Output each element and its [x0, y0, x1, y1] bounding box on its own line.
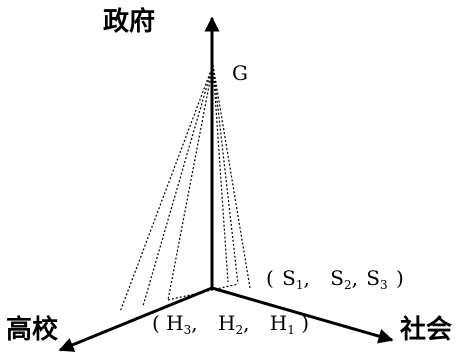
hp-close: ) — [301, 311, 309, 335]
university-axis — [58, 286, 213, 352]
hp-h1: H — [270, 311, 287, 335]
dotted-line-h-outer — [119, 64, 214, 313]
hp-h2-sub: 2 — [235, 323, 243, 337]
society-label: 社会 — [400, 314, 452, 345]
society-points-label: ( S1, S2, S3 ) — [266, 266, 404, 294]
sp-sep2: , — [352, 266, 358, 290]
sp-s3-sub: 3 — [380, 278, 388, 292]
sp-s2-sub: 2 — [344, 278, 352, 292]
hp-sep2: , — [243, 311, 249, 335]
sp-sep1: , — [304, 266, 310, 290]
dotted-line-h-inner — [167, 64, 214, 301]
sp-open: ( — [266, 266, 274, 290]
dotted-line-s-inner — [212, 64, 229, 283]
sp-s1: S — [282, 266, 296, 290]
university-label: 高校 — [6, 314, 59, 345]
hp-sep1: , — [191, 311, 197, 335]
dotted-projection-lines — [119, 64, 251, 313]
hp-h1-sub: 1 — [287, 323, 295, 337]
apex-label-g: G — [232, 61, 248, 85]
university-points-label: ( H3, H2, H1 ) — [152, 311, 309, 339]
dotted-line-s-outer — [212, 64, 251, 289]
sp-s2: S — [330, 266, 344, 290]
sp-close: ) — [396, 266, 404, 290]
hp-open: ( — [152, 311, 160, 335]
hp-h2: H — [218, 311, 235, 335]
sp-s3: S — [366, 266, 380, 290]
society-axis — [211, 286, 394, 344]
sp-s1-sub: 1 — [296, 278, 304, 292]
dotted-line-s-mid — [212, 64, 239, 285]
hp-h3: H — [166, 311, 183, 335]
hp-h3-sub: 3 — [184, 323, 192, 337]
axes — [58, 16, 394, 352]
government-label: 政府 — [103, 6, 155, 37]
dotted-line-h-mid — [142, 64, 214, 307]
